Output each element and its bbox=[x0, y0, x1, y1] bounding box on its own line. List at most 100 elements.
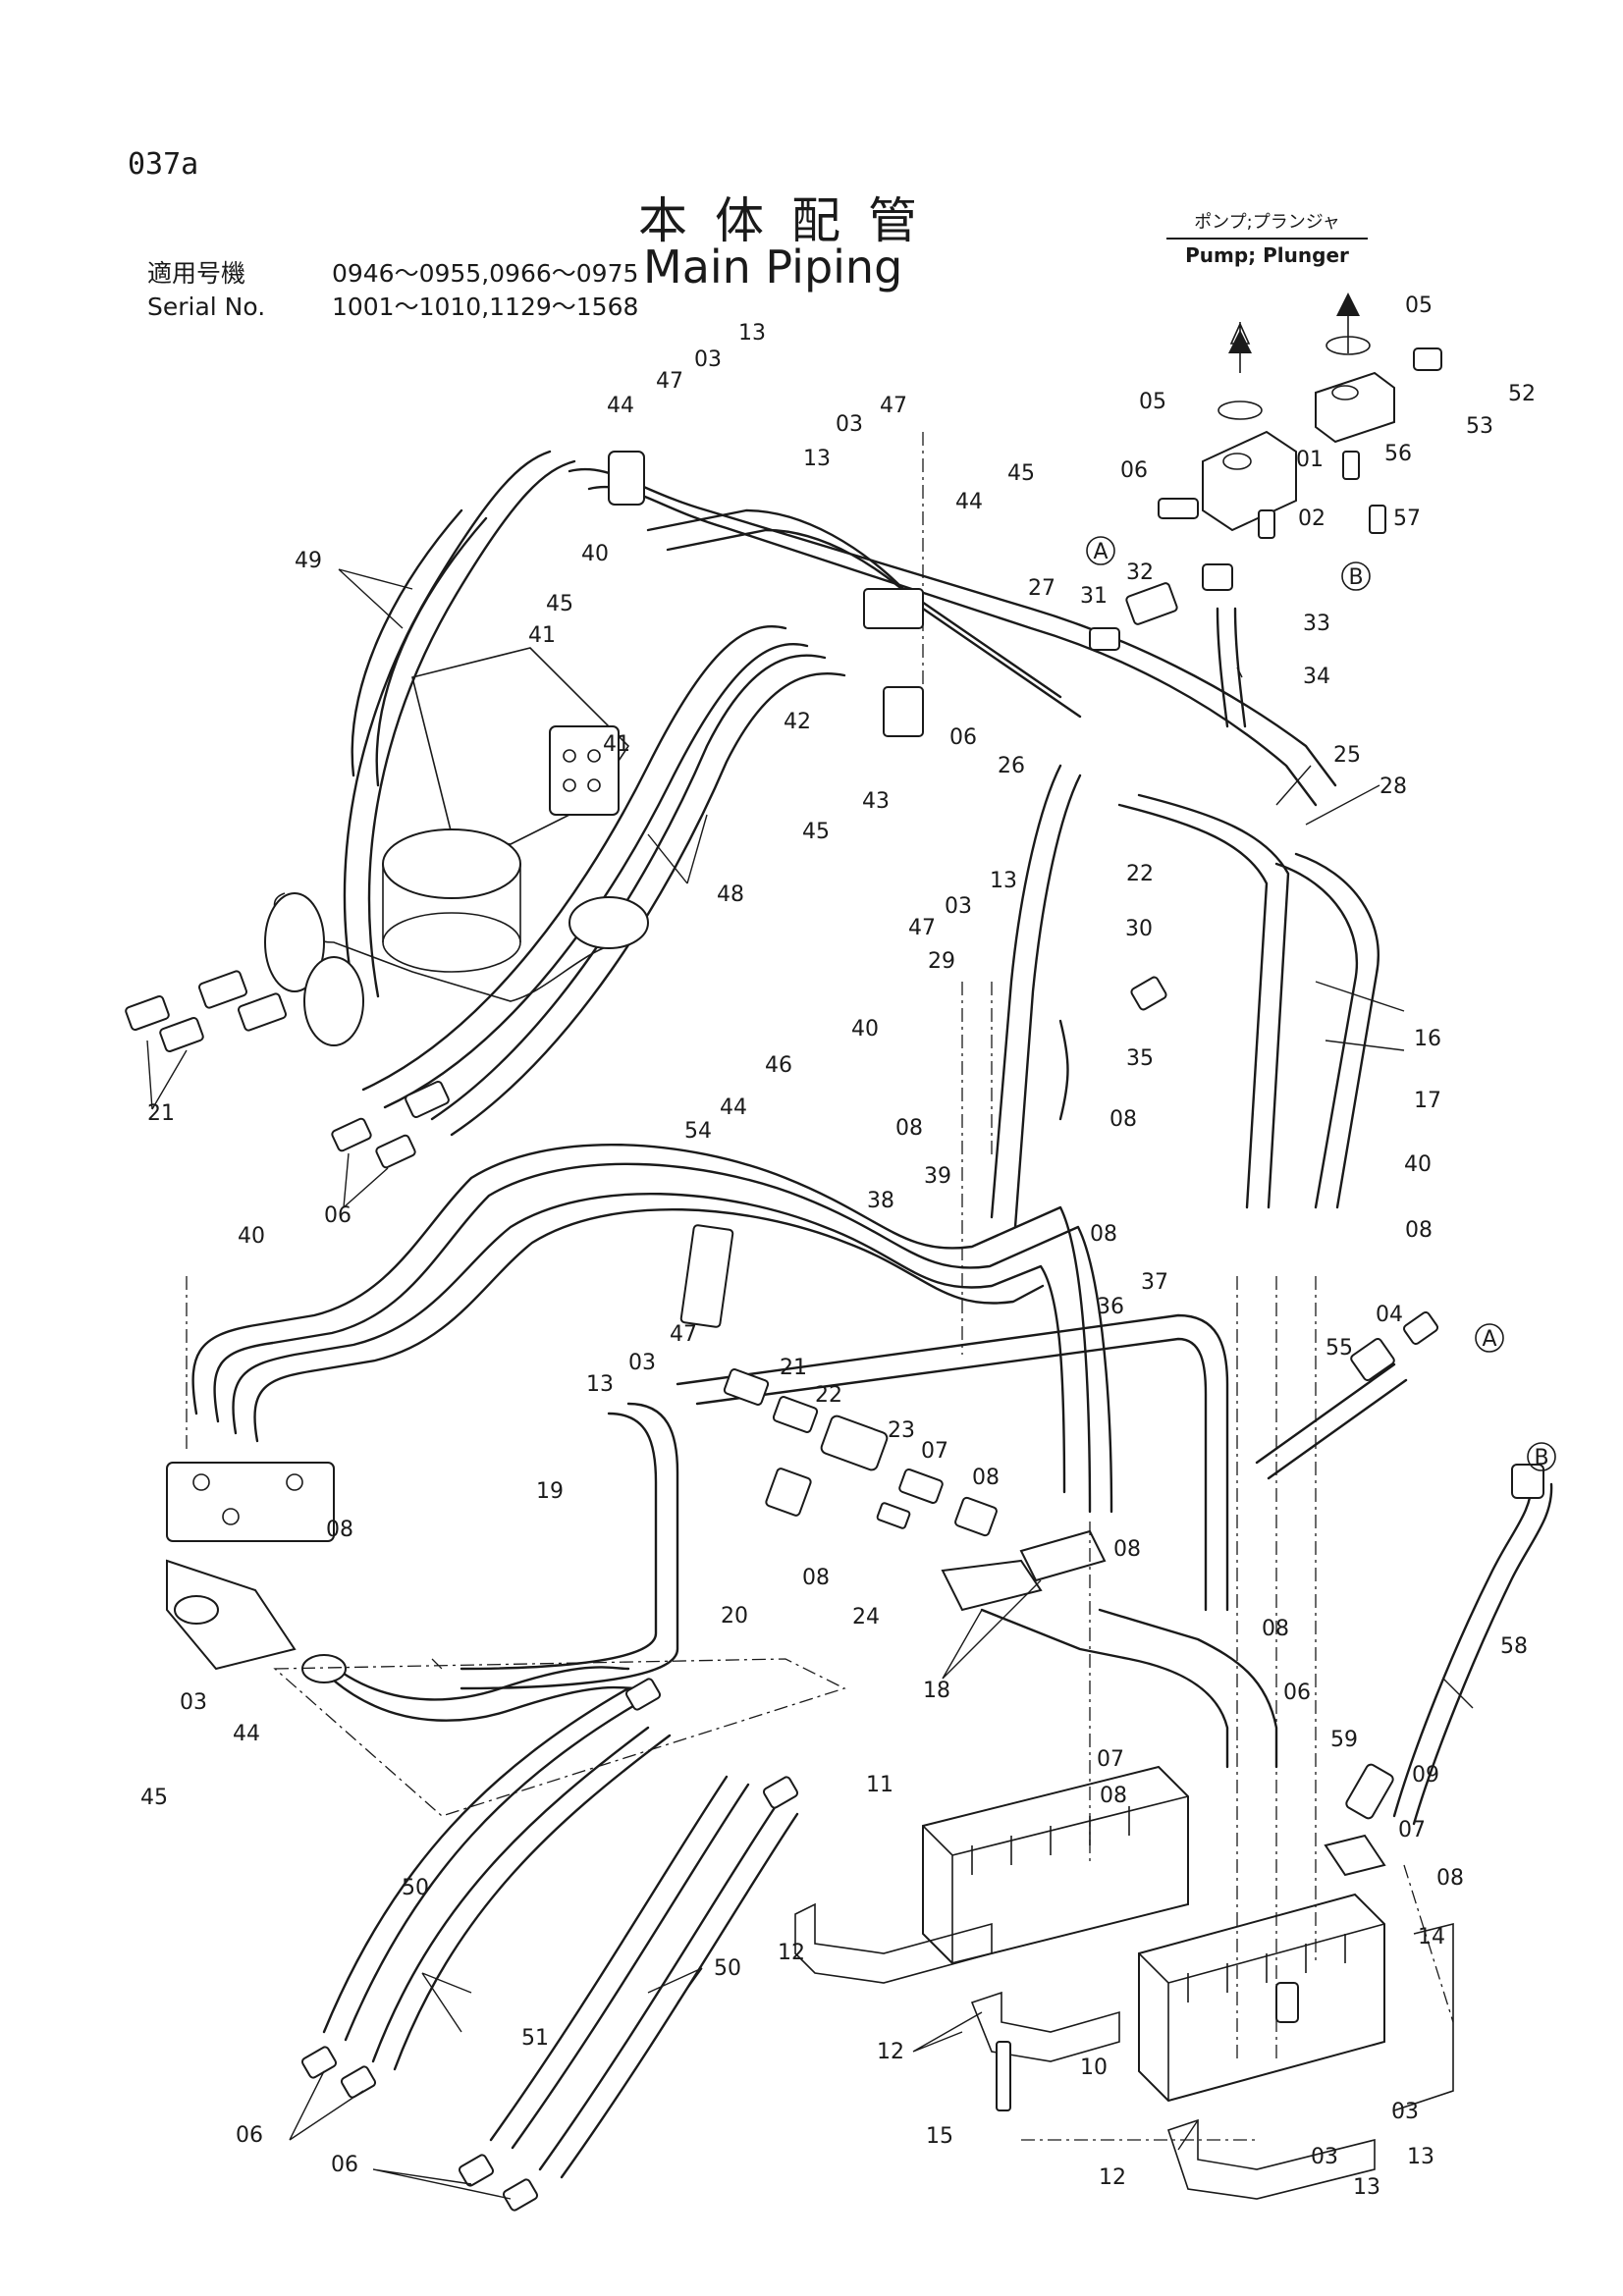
callout-32: 32 bbox=[1126, 561, 1154, 585]
callout-52: 52 bbox=[1508, 382, 1536, 406]
callout-20: 20 bbox=[721, 1604, 748, 1629]
callout-17: 17 bbox=[1414, 1089, 1441, 1113]
fittings-31-34 bbox=[1089, 563, 1247, 1011]
callout-45: 45 bbox=[802, 820, 830, 844]
callout-56: 56 bbox=[1384, 442, 1412, 466]
leader-lines bbox=[146, 568, 1474, 2200]
callout-14: 14 bbox=[1418, 1925, 1445, 1949]
applicability-row: 適用号機 0946～0955,0966～0975 bbox=[147, 257, 638, 291]
marker-b-circle bbox=[1341, 561, 1371, 591]
callout-27: 27 bbox=[1028, 576, 1055, 601]
callout-03: 03 bbox=[180, 1690, 207, 1715]
pump-plunger-label: ポンプ;プランジャ Pump; Plunger bbox=[1166, 208, 1368, 267]
callout-50: 50 bbox=[402, 1876, 429, 1900]
callout-28: 28 bbox=[1380, 774, 1407, 799]
title-english: Main Piping bbox=[643, 240, 903, 294]
marker-a: A bbox=[1482, 1327, 1496, 1352]
callout-53: 53 bbox=[1466, 414, 1493, 439]
callout-44: 44 bbox=[720, 1095, 747, 1120]
page-code: 037a bbox=[128, 147, 199, 182]
callout-47: 47 bbox=[908, 916, 936, 940]
callout-39: 39 bbox=[924, 1164, 951, 1189]
clamp-block bbox=[863, 588, 924, 629]
callout-46: 46 bbox=[765, 1053, 792, 1078]
applicability-block: 適用号機 0946～0955,0966～0975 Serial No. 1001… bbox=[147, 257, 638, 324]
callout-54: 54 bbox=[684, 1119, 712, 1144]
applicability-value: 1001～1010,1129～1568 bbox=[331, 293, 639, 321]
callout-01: 01 bbox=[1296, 448, 1324, 472]
callout-45: 45 bbox=[1007, 461, 1035, 486]
callout-50: 50 bbox=[714, 1956, 741, 1981]
callout-26: 26 bbox=[998, 754, 1025, 778]
callout-12: 12 bbox=[877, 2040, 904, 2064]
callout-02: 02 bbox=[1298, 507, 1325, 531]
callout-05: 05 bbox=[1139, 390, 1166, 414]
callout-29: 29 bbox=[928, 949, 955, 974]
pump-label-jp: ポンプ;プランジャ bbox=[1166, 208, 1368, 240]
callout-12: 12 bbox=[1099, 2165, 1126, 2190]
callout-08: 08 bbox=[1109, 1107, 1137, 1132]
callout-08: 08 bbox=[802, 1566, 830, 1590]
callout-48: 48 bbox=[717, 882, 744, 907]
callout-41: 41 bbox=[528, 623, 556, 648]
upper-steel-pipes bbox=[568, 451, 1380, 1229]
callout-03: 03 bbox=[694, 347, 722, 372]
marker-b: B bbox=[1348, 565, 1363, 590]
callout-58: 58 bbox=[1500, 1634, 1528, 1659]
callout-21: 21 bbox=[147, 1101, 175, 1126]
callout-13: 13 bbox=[803, 447, 831, 471]
callout-36: 36 bbox=[1097, 1295, 1124, 1319]
callout-57: 57 bbox=[1393, 507, 1421, 531]
callout-06: 06 bbox=[331, 2153, 358, 2177]
callout-06: 06 bbox=[1120, 458, 1148, 483]
callout-49: 49 bbox=[295, 549, 322, 573]
callout-41: 41 bbox=[603, 732, 630, 757]
callout-08: 08 bbox=[895, 1116, 923, 1141]
centre-lines bbox=[186, 432, 1454, 2141]
clamp-44-upper bbox=[608, 451, 645, 506]
callout-03: 03 bbox=[945, 894, 972, 919]
callout-06: 06 bbox=[1283, 1681, 1311, 1705]
callout-15: 15 bbox=[926, 2124, 953, 2149]
callout-44: 44 bbox=[955, 490, 983, 514]
callout-40: 40 bbox=[1404, 1152, 1432, 1177]
pump-label-en: Pump; Plunger bbox=[1185, 243, 1349, 267]
callout-55: 55 bbox=[1325, 1336, 1353, 1361]
callout-08: 08 bbox=[1405, 1218, 1433, 1243]
callout-13: 13 bbox=[1353, 2175, 1380, 2200]
callout-40: 40 bbox=[238, 1224, 265, 1249]
callout-23: 23 bbox=[888, 1418, 915, 1443]
clamp-54 bbox=[679, 1224, 734, 1328]
callout-09: 09 bbox=[1412, 1763, 1439, 1788]
callout-08: 08 bbox=[1436, 1866, 1464, 1891]
callout-05: 05 bbox=[1405, 294, 1433, 318]
applicability-label: Serial No. bbox=[147, 293, 266, 321]
swivel-valve-body bbox=[264, 647, 649, 1046]
callout-13: 13 bbox=[586, 1372, 614, 1397]
callout-35: 35 bbox=[1126, 1046, 1154, 1071]
callout-10: 10 bbox=[1080, 2056, 1108, 2080]
applicability-row: Serial No. 1001～1010,1129～1568 bbox=[147, 291, 638, 324]
callout-08: 08 bbox=[326, 1518, 353, 1542]
callout-06: 06 bbox=[949, 725, 977, 750]
lower-left-hoses bbox=[300, 1678, 799, 2212]
valve-connection-fittings bbox=[723, 1368, 998, 1537]
callout-25: 25 bbox=[1333, 743, 1361, 768]
callout-59: 59 bbox=[1330, 1728, 1358, 1752]
callout-04: 04 bbox=[1376, 1303, 1403, 1327]
manifold-block bbox=[166, 1462, 335, 1542]
callout-33: 33 bbox=[1303, 612, 1330, 636]
callout-07: 07 bbox=[921, 1439, 948, 1464]
callout-13: 13 bbox=[738, 321, 766, 346]
callout-18: 18 bbox=[923, 1679, 950, 1703]
marker-a-circle bbox=[1475, 1323, 1504, 1353]
callout-45: 45 bbox=[140, 1786, 168, 1810]
title-japanese: 本体配管 bbox=[638, 192, 945, 249]
callout-06: 06 bbox=[236, 2123, 263, 2148]
upper-hose-group bbox=[343, 450, 846, 1137]
callout-07: 07 bbox=[1097, 1747, 1124, 1772]
callout-13: 13 bbox=[1407, 2145, 1434, 2169]
callout-03: 03 bbox=[628, 1351, 656, 1375]
callout-47: 47 bbox=[880, 394, 907, 418]
